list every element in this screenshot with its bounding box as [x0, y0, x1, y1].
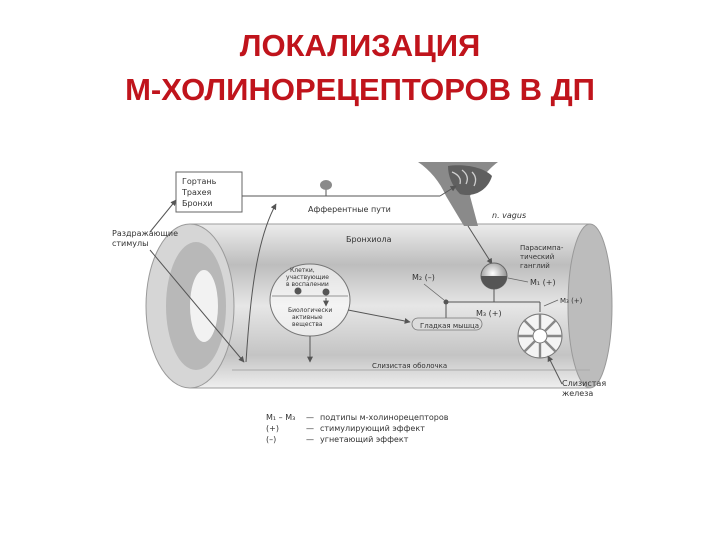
m1-label: M₁ (+): [530, 278, 556, 287]
mediators-to-muscle-arrow: [347, 309, 411, 324]
m2-leader: [423, 283, 445, 301]
gland-arrow: [547, 355, 563, 385]
brainstem-illustration: [418, 162, 498, 226]
tube-body: [190, 224, 590, 388]
legend-text-1: подтипы м-холинорецепторов: [320, 413, 449, 422]
cells-label-2: участвующие: [286, 274, 329, 281]
brain-nucleus: [448, 165, 492, 196]
mediators-label-1: Биологически: [288, 307, 332, 314]
gland-label-2: железа: [562, 389, 593, 398]
mediators-label-2: активные: [292, 314, 323, 321]
m2-terminal: [443, 299, 449, 305]
afferent-label: Афферентные пути: [308, 205, 391, 214]
m3-mid-label: M₃ (+): [476, 309, 502, 318]
mucous-gland: [517, 313, 563, 359]
gland-label-1: Слизистая: [562, 379, 606, 388]
ganglion-label-2: тический: [520, 253, 554, 261]
legend: M₁ – M₃ — подтипы м-холинорецепторов (+)…: [266, 413, 449, 444]
legend-dash-3: —: [306, 435, 314, 444]
organs-label-3: Бронхи: [182, 199, 213, 208]
afferent-node: [320, 180, 332, 190]
title-line-2: М-ХОЛИНОРЕЦЕПТОРОВ В ДП: [125, 72, 595, 107]
bronchiole-label: Бронхиола: [346, 235, 392, 244]
smooth-muscle: [411, 317, 483, 331]
cell-icon-2: [322, 288, 330, 296]
arrow-to-mucosa: [149, 249, 245, 363]
ganglion-receptor: [481, 276, 507, 289]
arrow-to-organs: [149, 199, 177, 233]
irritant-label-1: Раздражающие: [112, 229, 178, 238]
cells-label-1: Клетки,: [290, 267, 315, 274]
cell-icon-1: [294, 287, 302, 295]
smooth-muscle-label: Гладкая мышца: [420, 322, 479, 330]
organs-box: [175, 171, 243, 213]
organs-label-1: Гортань: [182, 177, 217, 186]
legend-key-1: M₁ – M₃: [266, 413, 295, 422]
legend-dash-2: —: [306, 424, 314, 433]
irritant-label-2: стимулы: [112, 239, 148, 248]
ganglion-label-1: Парасимпа-: [520, 244, 564, 252]
gland-lobules: [518, 314, 562, 358]
title-line-1: ЛОКАЛИЗАЦИЯ: [239, 28, 481, 63]
m2-label: M₂ (–): [412, 273, 435, 282]
brain-folds: [451, 169, 477, 187]
organs-label-2: Трахея: [181, 188, 212, 197]
legend-key-3: (–): [266, 435, 276, 444]
m3-top-label: M₃ (+): [560, 297, 583, 305]
legend-dash-1: —: [306, 413, 314, 422]
afferent-to-brain: [439, 185, 457, 197]
legend-text-3: угнетающий эффект: [320, 435, 409, 444]
gland-core: [532, 328, 548, 344]
ganglion-label-3: ганглий: [520, 262, 550, 270]
vagus-nerve: [467, 225, 493, 265]
mucosa-label: Слизистая оболочка: [372, 362, 447, 370]
legend-key-2: (+): [266, 424, 279, 433]
m1-leader: [507, 277, 529, 283]
vagus-label: n. vagus: [492, 211, 526, 220]
legend-text-2: стимулирующий эффект: [320, 424, 425, 433]
m3-top-leader: [543, 299, 559, 307]
cells-label-3: в воспалении: [286, 281, 329, 288]
mediators-label-3: вещества: [292, 321, 323, 328]
tube-end: [567, 223, 613, 389]
bronchiole-tube: [145, 223, 613, 389]
afferent-from-bronchiole: [245, 203, 277, 363]
slide-title: ЛОКАЛИЗАЦИЯ М-ХОЛИНОРЕЦЕПТОРОВ В ДП: [0, 24, 720, 112]
tube-lumen-highlight: [190, 270, 218, 342]
